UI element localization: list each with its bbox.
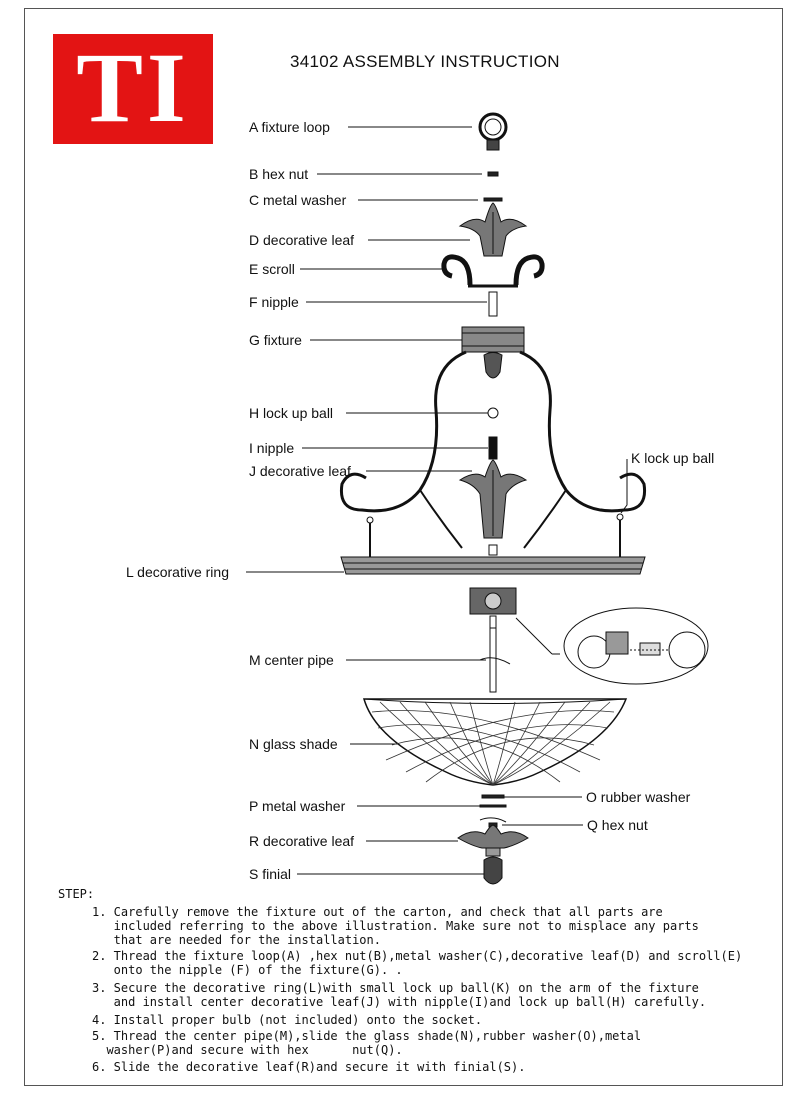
- scroll-left: [441, 254, 473, 286]
- page-border: [24, 8, 783, 1086]
- label-center-pipe: M center pipe: [249, 652, 334, 668]
- fixture-body-g: [461, 326, 525, 353]
- fixture-loop-shape: [478, 112, 508, 142]
- label-hex-nut-q: Q hex nut: [587, 817, 648, 833]
- label-decorative-leaf-j: J decorative leaf: [249, 463, 351, 479]
- label-nipple-i: I nipple: [249, 440, 295, 456]
- decorative-ring-l-shape: [340, 556, 646, 575]
- metal-washer-p: [479, 804, 507, 808]
- fixture-finial: [483, 352, 503, 379]
- scroll-right: [513, 254, 545, 286]
- label-decorative-ring: L decorative ring: [126, 564, 229, 580]
- label-metal-washer: C metal washer: [249, 192, 347, 208]
- ti-logo: TI: [53, 34, 213, 144]
- leader-k: [620, 459, 628, 514]
- bulb-detail-inset: [563, 607, 709, 685]
- label-rubber-washer: O rubber washer: [586, 789, 691, 805]
- hex-nut-b: [487, 171, 499, 177]
- arm-right: [519, 350, 647, 513]
- label-fixture: G fixture: [249, 332, 302, 348]
- logo-text: TI: [76, 32, 190, 143]
- step-4: 4. Install proper bulb (not included) on…: [92, 1013, 483, 1027]
- label-hex-nut: B hex nut: [249, 166, 309, 182]
- step-2: 2. Thread the fixture loop(A) ,hex nut(B…: [92, 949, 743, 977]
- nipple-i: [488, 436, 498, 460]
- arm-left: [339, 350, 467, 513]
- label-metal-washer-p: P metal washer: [249, 798, 346, 814]
- nipple-f: [488, 291, 498, 317]
- label-fixture-loop: A fixture loop: [249, 119, 330, 135]
- label-lock-up-ball-k: K lock up ball: [631, 450, 715, 466]
- rubber-washer-o: [481, 794, 505, 799]
- step-3: 3. Secure the decorative ring(L)with sma…: [92, 981, 707, 1009]
- label-decorative-leaf-d: D decorative leaf: [249, 232, 355, 248]
- label-finial: S finial: [249, 866, 292, 882]
- step-5: 5. Thread the center pipe(M),slide the g…: [92, 1029, 642, 1057]
- finial-s-shape: [483, 856, 503, 885]
- lock-up-ball-h: [487, 407, 499, 419]
- lock-up-ball-k-left: [366, 516, 374, 524]
- metal-washer-c: [483, 197, 503, 202]
- label-glass-shade: N glass shade: [249, 736, 338, 752]
- center-pipe-m: [489, 627, 497, 693]
- decorative-leaf-r-shape: [457, 824, 529, 849]
- label-nipple-f: F nipple: [249, 294, 299, 310]
- lock-up-ball-k-right: [616, 513, 624, 521]
- loop-collar: [486, 139, 500, 151]
- steps-heading: STEP:: [58, 887, 95, 901]
- label-lock-up-ball-h: H lock up ball: [249, 405, 334, 421]
- hex-nut-q: [479, 817, 507, 823]
- step-6: 6. Slide the decorative leaf(R)and secur…: [92, 1060, 526, 1074]
- page-title: 34102 ASSEMBLY INSTRUCTION: [290, 52, 560, 71]
- label-scroll: E scroll: [249, 261, 295, 277]
- step-1: 1. Carefully remove the fixture out of t…: [92, 905, 699, 947]
- label-decorative-leaf-r: R decorative leaf: [249, 833, 355, 849]
